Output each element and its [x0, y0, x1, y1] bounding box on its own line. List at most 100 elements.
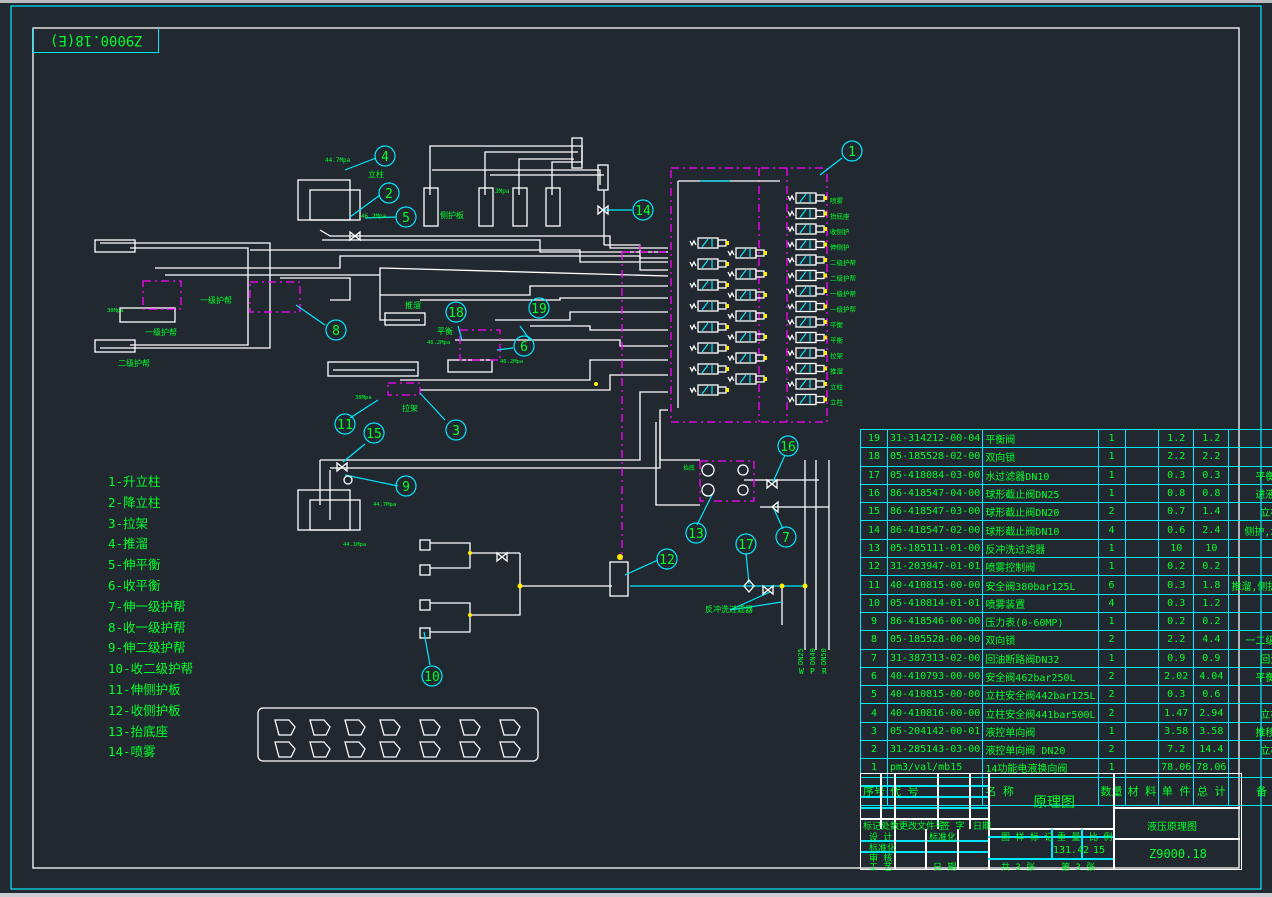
solenoid-valve-symbol: [689, 342, 729, 354]
parts-cell-unit: 0.9: [1158, 648, 1195, 668]
parts-cell-name: 回油断路阀DN32: [982, 648, 1099, 668]
parts-cell-unit: 3.58: [1158, 721, 1195, 742]
scale-label: 比 例: [1089, 833, 1113, 843]
valve-label: 抬底座: [830, 212, 850, 221]
valve-label: 一级护帮: [830, 289, 857, 298]
window-bottom-bar: [0, 893, 1272, 897]
parts-cell-qty: 1: [1097, 648, 1126, 668]
header-total-weight: 总 计: [1193, 776, 1230, 806]
parts-cell-no: 2: [860, 740, 888, 760]
parts-cell-code: 40-410816-00-00: [886, 703, 984, 723]
parts-cell-qty: 2: [1097, 666, 1126, 687]
parts-cell-remark: [1228, 428, 1272, 449]
parts-cell-material: [1124, 538, 1160, 559]
parts-cell-remark: 一二级护帮: [1228, 630, 1272, 650]
callout-5: 5: [395, 206, 417, 228]
parts-cell-code: pm3/val/mb15: [886, 758, 984, 778]
stamp-text: Z9000.18(E): [49, 32, 143, 48]
parts-cell-qty: 1: [1097, 447, 1126, 467]
rev-col-count: 处数: [881, 822, 900, 832]
parts-cell-name: 喷雾装置: [982, 593, 1099, 613]
callout-19: 19: [528, 297, 550, 319]
parts-cell-unit: 2.2: [1158, 630, 1195, 650]
parts-cell-no: 18: [860, 447, 888, 467]
parts-cell-unit: 0.6: [1158, 520, 1195, 540]
parts-cell-code: 05-418084-03-00: [886, 465, 984, 485]
parts-cell-unit: 0.3: [1158, 465, 1195, 485]
callout-16: 16: [777, 435, 799, 457]
legend-item: 7-伸一级护帮: [108, 598, 186, 614]
annotation-base: 抬底: [683, 464, 695, 472]
panel-function-glyph: [274, 719, 296, 736]
parts-cell-remark: 侧护,水路3: [1228, 520, 1272, 540]
parts-cell-no: 9: [860, 611, 888, 632]
parts-cell-qty: 1: [1097, 758, 1126, 778]
legend-item: 10-收二级护帮: [108, 661, 194, 677]
parts-cell-material: [1124, 520, 1160, 540]
solenoid-valve-symbol: [787, 254, 827, 266]
callout-number: 15: [366, 427, 382, 442]
parts-cell-code: 40-410815-00-00: [886, 575, 984, 595]
parts-cell-material: [1124, 721, 1160, 742]
parts-cell-material: [1124, 666, 1160, 687]
annotation-first-guard: 一级护帮: [145, 327, 177, 337]
parts-cell-name: 立柱安全阀442bar125L: [982, 685, 1099, 705]
callout-3: 3: [445, 419, 467, 441]
drawing-number-stamp: Z9000.18(E): [33, 28, 159, 53]
solenoid-valve-symbol: [787, 331, 827, 344]
parts-cell-name: 双向锁: [982, 630, 1099, 650]
line-label-p: P: [810, 667, 815, 676]
solenoid-valve-symbol: [787, 316, 827, 328]
callout-15: 15: [363, 422, 385, 444]
parts-cell-unit: 10: [1158, 538, 1195, 559]
parts-cell-material: [1124, 483, 1160, 504]
parts-cell-material: [1124, 575, 1160, 595]
parts-cell-unit: 1.47: [1158, 703, 1195, 723]
solenoid-valve-symbol: [689, 321, 729, 333]
parts-cell-no: 4: [860, 703, 888, 723]
callout-number: 8: [332, 324, 340, 339]
parts-cell-remark: 回油: [1228, 648, 1272, 668]
parts-cell-no: 19: [860, 428, 888, 449]
parts-cell-qty: 4: [1097, 520, 1126, 540]
parts-cell-qty: 1: [1097, 483, 1126, 504]
parts-cell-total: 2.2: [1193, 447, 1230, 467]
spray-function-panel: [257, 707, 539, 762]
callout-number: 18: [448, 306, 464, 321]
solenoid-valve-symbol: [727, 268, 767, 280]
rev-col-mark: 标记: [863, 822, 882, 832]
parts-cell-total: 0.8: [1193, 483, 1230, 504]
parts-cell-qty: 2: [1097, 703, 1126, 723]
parts-row: 640-410793-00-00安全阀462bar250L22.024.04平衡…: [860, 666, 1272, 687]
parts-cell-material: [1124, 428, 1160, 449]
parts-cell-total: 78.06: [1193, 758, 1230, 778]
parts-cell-name: 立柱安全阀441bar500L: [982, 703, 1099, 723]
parts-cell-name: 压力表(0-60MP): [982, 611, 1099, 632]
header-code: 代 号: [886, 776, 984, 806]
callout-6: 6: [513, 335, 535, 357]
panel-function-glyph: [499, 719, 521, 736]
parts-cell-unit: 0.7: [1158, 502, 1195, 522]
panel-function-glyph: [459, 719, 481, 736]
solenoid-valve-symbol: [689, 363, 729, 375]
callout-8: 8: [325, 319, 347, 341]
parts-cell-remark: [1228, 685, 1272, 705]
parts-cell-total: 0.2: [1193, 557, 1230, 577]
parts-cell-remark: [1228, 557, 1272, 577]
parts-cell-remark: [1228, 611, 1272, 632]
annotation-p6: 44.7Mpa: [373, 502, 396, 508]
parts-cell-name: 平衡阀: [982, 428, 1099, 449]
panel-function-glyph: [419, 741, 441, 758]
annotation-dn50: DN50: [820, 648, 828, 665]
window-top-bar: [0, 0, 1272, 3]
parts-cell-remark: 推溜,侧护,护帮4: [1228, 575, 1272, 595]
parts-cell-name: 双向锁: [982, 447, 1099, 467]
valve-label: 推溜: [830, 367, 844, 376]
parts-cell-remark: 立柱: [1228, 703, 1272, 723]
